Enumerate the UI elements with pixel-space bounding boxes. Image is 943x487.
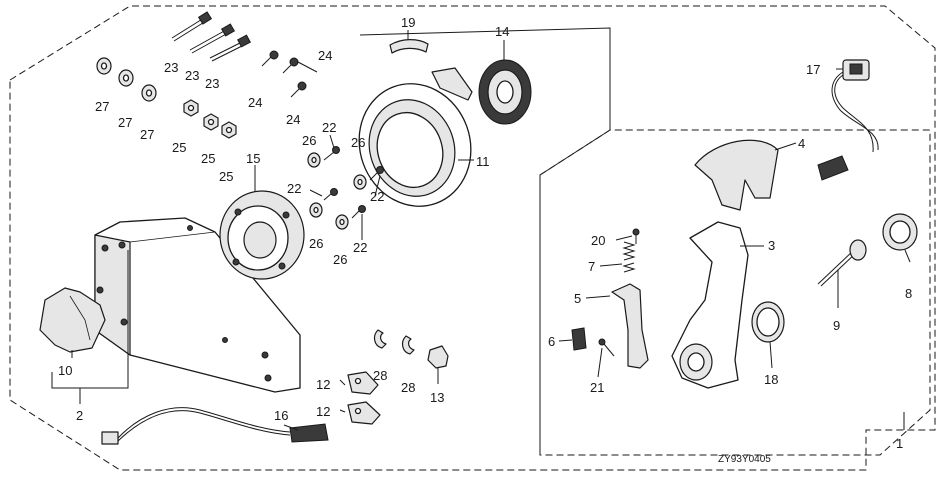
callout-labels: 1 2 3 4 5 6 7 8 9 10 11 12 12 13 14 15 1… [58,15,912,465]
callout-16: 16 [274,408,288,423]
callout-28a: 28 [373,368,387,383]
callout-18: 18 [764,372,778,387]
callout-13: 13 [430,390,444,405]
o-ring-part-18[interactable] [751,301,785,343]
callout-6: 6 [548,334,555,349]
nut-part-25[interactable] [183,99,237,139]
screw-part-22[interactable] [323,146,384,219]
callout-27c: 27 [140,127,154,142]
switch-part-17[interactable] [817,59,879,181]
cover-part-4[interactable] [694,139,779,211]
callout-12b: 12 [316,404,330,419]
callout-23b: 23 [185,68,199,83]
callout-23c: 23 [205,76,219,91]
washer-part-26[interactable] [307,152,367,230]
callout-24c: 24 [286,112,300,127]
callout-12a: 12 [316,377,330,392]
callout-24a: 24 [318,48,332,63]
plate[interactable] [431,67,473,101]
assembly-boundary-outline [9,5,936,471]
callout-17: 17 [806,62,820,77]
callout-19: 19 [401,15,415,30]
washer-part-27[interactable] [96,57,157,102]
callout-22a: 22 [322,120,336,135]
gear-part-14[interactable] [478,59,532,125]
callout-1: 1 [896,436,903,451]
callout-11: 11 [476,154,490,169]
callout-8: 8 [905,286,912,301]
callout-9: 9 [833,318,840,333]
callout-24b: 24 [248,95,262,110]
screw-part-24[interactable] [261,50,307,98]
callout-10: 10 [58,363,72,378]
callout-5: 5 [574,291,581,306]
callout-22d: 22 [353,240,367,255]
screw-part-21[interactable] [598,338,615,357]
screw-part-20[interactable] [632,228,640,244]
spring-clip-part-19[interactable] [389,39,429,54]
diagram-code: ZY93Y0405 [718,454,771,465]
callout-25b: 25 [201,151,215,166]
shift-arm-part-5[interactable] [611,283,649,369]
callout-28b: 28 [401,380,415,395]
ring-cover-part-11[interactable] [342,68,488,222]
shaft-part-9[interactable] [817,239,867,287]
callout-26c: 26 [309,236,323,251]
callout-26b: 26 [351,135,365,150]
callout-26a: 26 [302,133,316,148]
callout-22c: 22 [370,189,384,204]
control-box-housing[interactable] [94,217,301,393]
callout-25c: 25 [219,169,233,184]
block-part-6[interactable] [571,327,587,351]
callout-15: 15 [246,151,260,166]
leader-lines [51,30,911,431]
callout-27a: 27 [95,99,109,114]
callout-26d: 26 [333,252,347,267]
callout-14: 14 [495,24,509,39]
callout-3: 3 [768,238,775,253]
clip-part-28[interactable] [373,329,415,355]
callout-20: 20 [591,233,605,248]
bushing-part-8[interactable] [882,213,918,251]
callout-2: 2 [76,408,83,423]
spring-part-7[interactable] [622,241,636,273]
wire-harness-part-16[interactable] [101,407,329,445]
callout-27b: 27 [118,115,132,130]
callout-7: 7 [588,259,595,274]
callout-4: 4 [798,136,805,151]
link-plate-part-12[interactable] [347,371,381,425]
flange-part-15[interactable] [219,190,305,280]
backing-panel-outline [359,27,611,455]
bracket-part-13[interactable] [427,345,449,369]
lever-arm-part-3[interactable] [671,221,749,389]
callout-21: 21 [590,380,604,395]
callout-23a: 23 [164,60,178,75]
callout-22b: 22 [287,181,301,196]
handle-part-10[interactable] [39,287,106,353]
callout-25a: 25 [172,140,186,155]
bolt-part-23[interactable] [171,11,251,62]
